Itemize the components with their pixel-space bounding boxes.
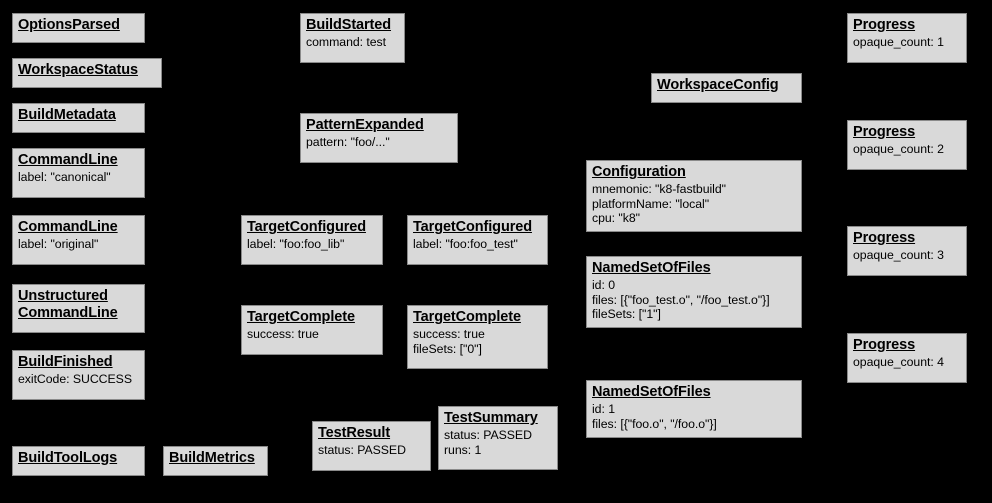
node-title: TargetConfigured <box>247 219 366 235</box>
node-unstructured-command-line[interactable]: Unstructured CommandLine <box>12 284 145 333</box>
node-field: status: PASSED <box>444 428 532 443</box>
node-build-metadata[interactable]: BuildMetadata <box>12 103 145 133</box>
node-field: opaque_count: 2 <box>853 142 944 157</box>
node-field: opaque_count: 3 <box>853 248 944 263</box>
node-title: Unstructured CommandLine <box>18 288 118 322</box>
node-title: Progress <box>853 230 916 246</box>
node-field: id: 0 <box>592 278 615 293</box>
node-command-line-canonical[interactable]: CommandLine label: "canonical" <box>12 148 145 198</box>
node-fields: label: "canonical" <box>18 170 139 185</box>
node-workspace-status[interactable]: WorkspaceStatus <box>12 58 162 88</box>
node-title: TestResult <box>318 425 391 441</box>
node-field: files: [{"foo_test.o", "/foo_test.o"}] <box>592 292 770 307</box>
node-title: Progress <box>853 337 916 353</box>
node-field: label: "original" <box>18 237 99 252</box>
node-title: BuildMetrics <box>169 450 255 466</box>
node-progress-4[interactable]: Progress opaque_count: 4 <box>847 333 967 383</box>
node-field: cpu: "k8" <box>592 211 640 226</box>
node-title: TargetComplete <box>413 309 521 325</box>
node-test-result[interactable]: TestResult status: PASSED <box>312 421 431 471</box>
node-title: BuildMetadata <box>18 107 116 123</box>
node-fields: label: "original" <box>18 237 139 252</box>
node-build-tool-logs[interactable]: BuildToolLogs <box>12 446 145 476</box>
node-title: Configuration <box>592 164 686 180</box>
node-field: status: PASSED <box>318 443 406 458</box>
node-field: pattern: "foo/..." <box>306 135 390 150</box>
node-field: label: "foo:foo_test" <box>413 237 518 252</box>
node-progress-3[interactable]: Progress opaque_count: 3 <box>847 226 967 276</box>
node-title: CommandLine <box>18 152 118 168</box>
node-progress-1[interactable]: Progress opaque_count: 1 <box>847 13 967 63</box>
node-fields: success: true <box>247 327 377 342</box>
node-options-parsed[interactable]: OptionsParsed <box>12 13 145 43</box>
node-field: exitCode: SUCCESS <box>18 372 132 387</box>
node-command-line-original[interactable]: CommandLine label: "original" <box>12 215 145 265</box>
node-target-configured-foo-test[interactable]: TargetConfigured label: "foo:foo_test" <box>407 215 548 265</box>
node-fields: pattern: "foo/..." <box>306 135 452 150</box>
node-title: CommandLine <box>18 219 118 235</box>
node-field: platformName: "local" <box>592 196 710 211</box>
node-field: opaque_count: 1 <box>853 35 944 50</box>
node-title: NamedSetOfFiles <box>592 384 711 400</box>
node-fields: opaque_count: 1 <box>853 35 961 50</box>
node-workspace-config[interactable]: WorkspaceConfig <box>651 73 802 103</box>
node-fields: opaque_count: 4 <box>853 355 961 370</box>
node-title: BuildFinished <box>18 354 113 370</box>
node-fields: opaque_count: 2 <box>853 142 961 157</box>
node-field: fileSets: ["1"] <box>592 307 661 322</box>
node-field: id: 1 <box>592 402 615 417</box>
node-fields: command: test <box>306 35 399 50</box>
node-field: files: [{"foo.o", "/foo.o"}] <box>592 416 717 431</box>
node-title: OptionsParsed <box>18 17 120 33</box>
node-title: BuildToolLogs <box>18 450 118 466</box>
node-field: mnemonic: "k8-fastbuild" <box>592 182 726 197</box>
node-configuration[interactable]: Configuration mnemonic: "k8-fastbuild"pla… <box>586 160 802 232</box>
node-fields: label: "foo:foo_test" <box>413 237 542 252</box>
node-title: BuildStarted <box>306 17 392 33</box>
node-title: WorkspaceConfig <box>657 77 779 93</box>
node-pattern-expanded[interactable]: PatternExpanded pattern: "foo/..." <box>300 113 458 163</box>
node-title: Progress <box>853 124 916 140</box>
node-field: opaque_count: 4 <box>853 355 944 370</box>
node-title: TargetComplete <box>247 309 355 325</box>
node-progress-2[interactable]: Progress opaque_count: 2 <box>847 120 967 170</box>
node-field: label: "canonical" <box>18 170 111 185</box>
node-fields: exitCode: SUCCESS <box>18 372 139 387</box>
node-target-configured-foo-lib[interactable]: TargetConfigured label: "foo:foo_lib" <box>241 215 383 265</box>
node-title: Progress <box>853 17 916 33</box>
node-fields: label: "foo:foo_lib" <box>247 237 377 252</box>
node-build-started[interactable]: BuildStarted command: test <box>300 13 405 63</box>
node-fields: status: PASSED <box>318 443 425 458</box>
node-title: TargetConfigured <box>413 219 532 235</box>
node-title: NamedSetOfFiles <box>592 260 711 276</box>
node-build-metrics[interactable]: BuildMetrics <box>163 446 268 476</box>
node-field: success: true <box>413 327 485 342</box>
node-build-finished[interactable]: BuildFinished exitCode: SUCCESS <box>12 350 145 400</box>
node-title: TestSummary <box>444 410 538 426</box>
node-field: runs: 1 <box>444 442 482 457</box>
node-field: label: "foo:foo_lib" <box>247 237 345 252</box>
node-field: command: test <box>306 35 386 50</box>
node-fields: opaque_count: 3 <box>853 248 961 263</box>
node-title: WorkspaceStatus <box>18 62 138 78</box>
node-field: success: true <box>247 327 319 342</box>
node-target-complete-lib[interactable]: TargetComplete success: true <box>241 305 383 355</box>
node-title: PatternExpanded <box>306 117 424 133</box>
node-fields: mnemonic: "k8-fastbuild"platformName: "l… <box>592 182 796 226</box>
node-field: fileSets: ["0"] <box>413 341 482 356</box>
